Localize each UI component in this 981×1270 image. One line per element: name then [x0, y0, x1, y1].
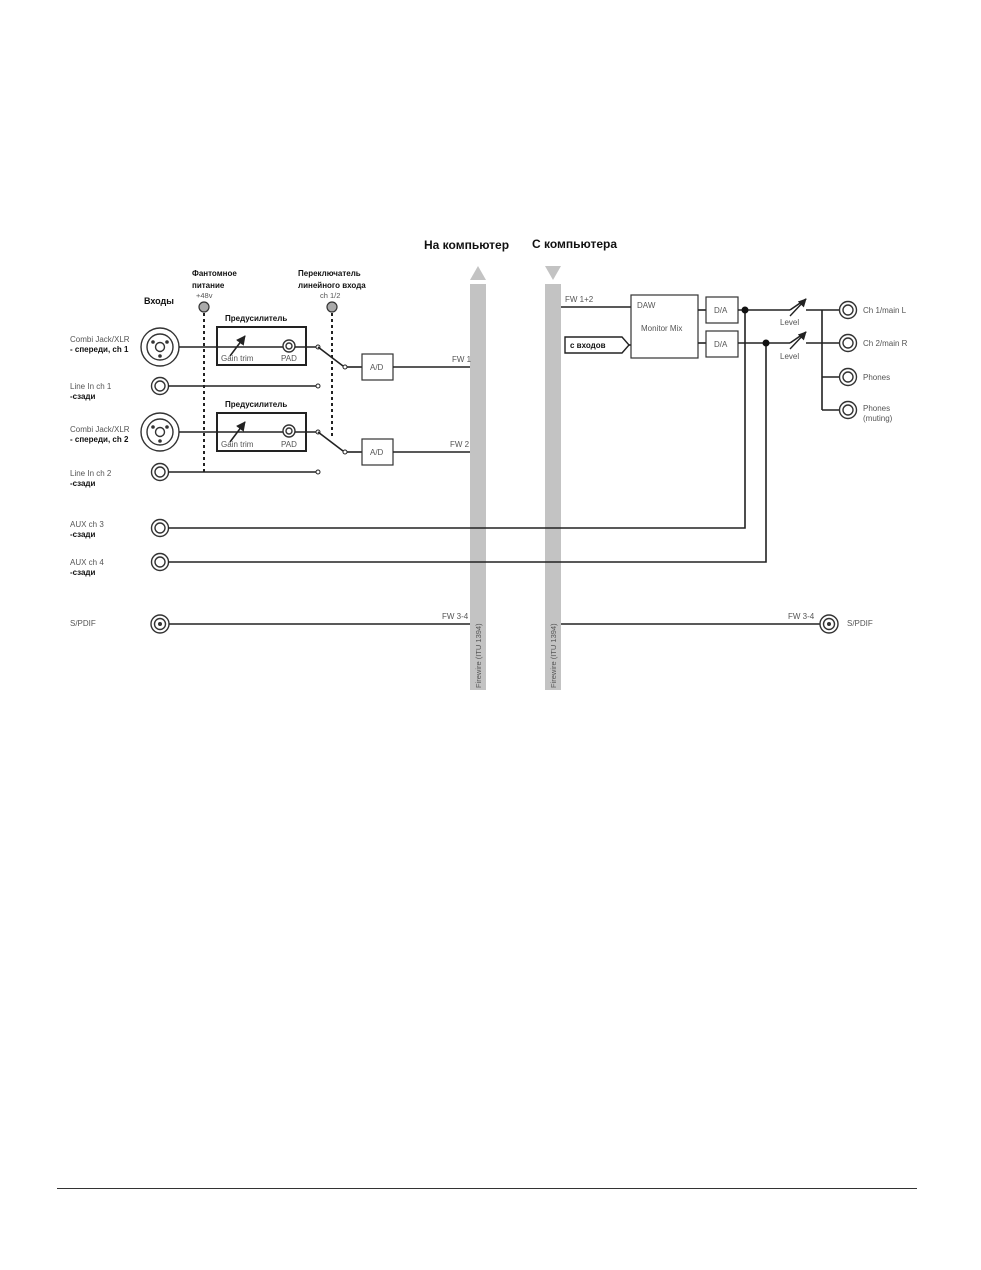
fw34-in-label: FW 3-4	[442, 612, 469, 621]
phantom-title-2: питание	[192, 281, 225, 290]
phantom-led-icon	[198, 301, 210, 313]
firewire-bus-to-computer: Firewire (ITU 1394)	[470, 266, 486, 690]
da-1-box	[705, 296, 739, 324]
xlr-jack-1-icon	[140, 327, 180, 367]
junction-2-icon	[762, 339, 770, 347]
gain-trim-2-label: Gain trim	[221, 440, 254, 449]
spdif-in-jack-icon	[150, 614, 170, 634]
level-1-label: Level	[780, 318, 799, 327]
da-2-box	[705, 330, 739, 358]
line-in-1-jack-icon	[150, 376, 170, 396]
aux-4-jack-icon	[150, 552, 170, 572]
phantom-title-1: Фантомное	[192, 269, 237, 278]
fw1-label: FW 1	[452, 355, 472, 364]
input-2-name: Line In ch 1	[70, 382, 112, 391]
output-phones-jack-icon	[838, 367, 858, 387]
aux-4-wire	[168, 343, 767, 563]
gain-trim-1-icon	[229, 335, 246, 357]
aux-3-jack-icon	[150, 518, 170, 538]
switch-1-icon	[317, 346, 344, 367]
monitor-mix-label: Monitor Mix	[641, 324, 682, 333]
output-3-label: Phones	[863, 373, 890, 382]
output-4-sublabel: (muting)	[863, 414, 893, 423]
fw12-out-label: FW 1+2	[565, 295, 594, 304]
monitor-mix-box	[630, 294, 699, 359]
pad-2-icon	[282, 424, 296, 438]
output-1-label: Ch 1/main L	[863, 306, 907, 315]
level-1-arrow-icon	[789, 298, 807, 317]
header-from-computer: С компьютера	[532, 237, 617, 251]
input-5-location: -сзади	[70, 530, 96, 539]
switch-channels: ch 1/2	[320, 291, 340, 300]
bus-label-to: Firewire (ITU 1394)	[474, 623, 483, 688]
aux-3-wire	[168, 310, 746, 529]
switch-2-icon	[317, 431, 344, 452]
input-3-location: - спереди, ch 2	[70, 435, 129, 444]
output-ch2-jack-icon	[838, 333, 858, 353]
gain-trim-2-icon	[229, 421, 246, 443]
ad-1-label: A/D	[370, 363, 384, 372]
output-spdif-jack-icon	[819, 614, 839, 634]
line-in-2-jack-icon	[150, 462, 170, 482]
input-7-name: S/PDIF	[70, 619, 96, 628]
input-4-name: Line In ch 2	[70, 469, 112, 478]
da-2-label: D/A	[714, 340, 728, 349]
from-inputs-tag	[564, 336, 630, 354]
input-2-location: -сзади	[70, 392, 96, 401]
bus-label-from: Firewire (ITU 1394)	[549, 623, 558, 688]
output-4-label: Phones	[863, 404, 890, 413]
output-ch1-jack-icon	[838, 300, 858, 320]
pad-1-label: PAD	[281, 354, 297, 363]
pad-2-label: PAD	[281, 440, 297, 449]
phantom-voltage: +48v	[196, 291, 213, 300]
input-1-location: - спереди, ch 1	[70, 345, 129, 354]
ad-2-label: A/D	[370, 448, 384, 457]
gain-trim-1-label: Gain trim	[221, 354, 254, 363]
xlr-jack-2-icon	[140, 412, 180, 452]
inputs-title: Входы	[144, 296, 174, 306]
output-phones-muting-jack-icon	[838, 400, 858, 420]
monitor-daw-label: DAW	[637, 301, 656, 310]
output-5-label: S/PDIF	[847, 619, 873, 628]
header-to-computer: На компьютер	[424, 238, 509, 252]
input-5-name: AUX ch 3	[70, 520, 104, 529]
input-6-name: AUX ch 4	[70, 558, 104, 567]
input-1-name: Combi Jack/XLR	[70, 335, 130, 344]
level-2-label: Level	[780, 352, 799, 361]
switch-title-1: Переключатель	[298, 269, 361, 278]
junction-1-icon	[741, 306, 749, 314]
ad-2-box	[361, 438, 394, 466]
preamp-2-title: Предусилитель	[225, 400, 287, 409]
level-2-arrow-icon	[789, 331, 807, 350]
footer-rule	[57, 1188, 917, 1189]
preamp-1-title: Предусилитель	[225, 314, 287, 323]
input-3-name: Combi Jack/XLR	[70, 425, 130, 434]
pad-1-icon	[282, 339, 296, 353]
input-6-location: -сзади	[70, 568, 96, 577]
from-inputs-label: с входов	[570, 341, 606, 350]
da-1-label: D/A	[714, 306, 728, 315]
switch-led-icon	[326, 301, 338, 313]
firewire-bus-from-computer: Firewire (ITU 1394)	[545, 266, 561, 690]
input-4-location: -сзади	[70, 479, 96, 488]
fw34-out-label: FW 3-4	[788, 612, 815, 621]
fw2-label: FW 2	[450, 440, 470, 449]
switch-title-2: линейного входа	[298, 281, 366, 290]
ad-1-box	[361, 353, 394, 381]
output-2-label: Ch 2/main R	[863, 339, 908, 348]
